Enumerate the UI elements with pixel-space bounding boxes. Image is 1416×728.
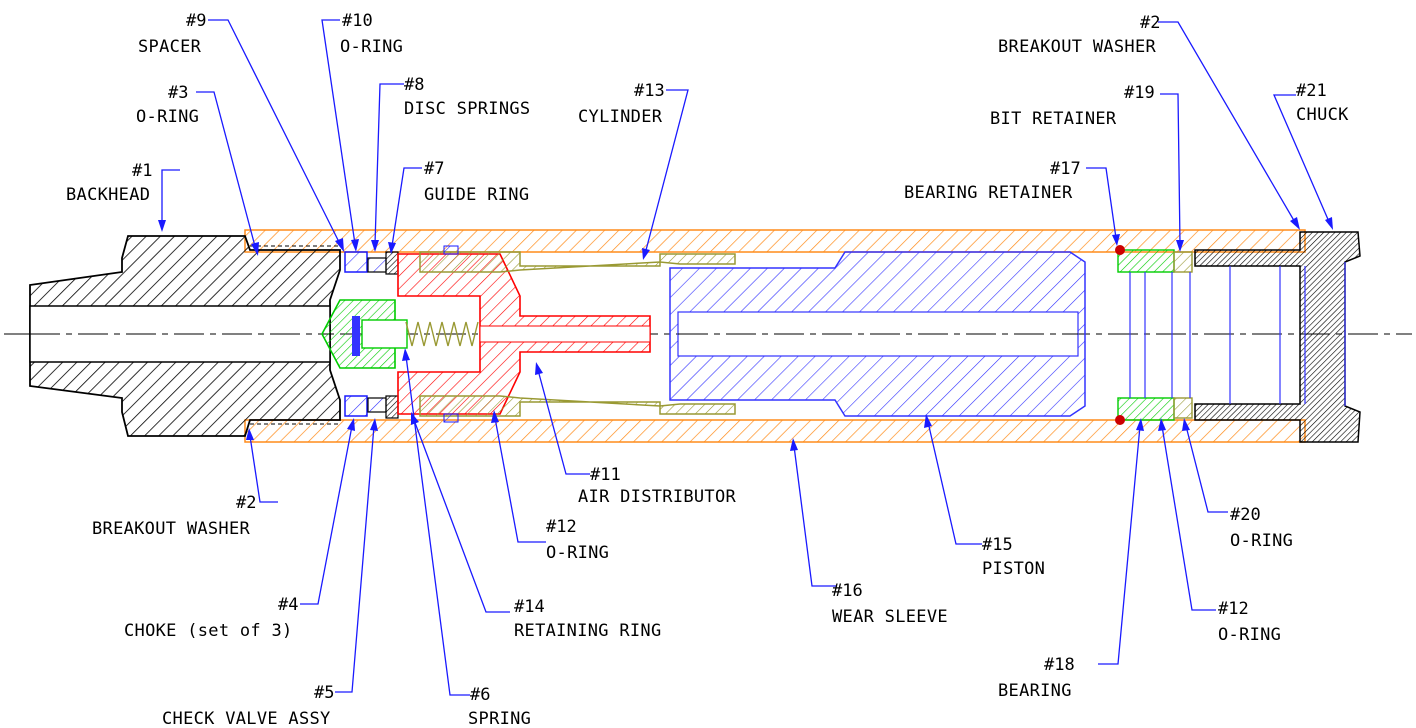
callout-21: #21 CHUCK [1296,81,1349,125]
callout-5: #5 CHECK VALVE ASSY [162,683,334,728]
piston-part [669,251,1086,417]
callout-number: #8 [404,75,424,95]
callout-label: O-RING [546,543,609,563]
callout-number: #2 [1140,13,1160,33]
callout-label: O-RING [1218,625,1281,645]
callout-number: #17 [1050,159,1081,179]
callout-label: CHECK VALVE ASSY [162,709,331,728]
callout-label: O-RING [136,107,199,127]
callout-label: CYLINDER [578,107,663,127]
callout-number: #1 [132,161,152,181]
callout-label: SPRING [468,709,531,728]
callout-label: AIR DISTRIBUTOR [578,487,736,507]
callout-label: PISTON [982,559,1045,579]
callout-label: BEARING [998,681,1072,701]
callout-3: #3 O-RING [136,83,199,127]
callout-label: BACKHEAD [66,185,150,205]
callout-label: CHUCK [1296,105,1349,125]
callout-4: #4 CHOKE (set of 3) [124,595,298,641]
callout-label: WEAR SLEEVE [832,607,948,627]
callout-number: #14 [514,597,545,617]
callout-7: #7 GUIDE RING [424,159,529,205]
callout-number: #12 [1218,599,1249,619]
bearing-part [1115,245,1193,425]
callout-2-left: #2 BREAKOUT WASHER [92,493,256,539]
callout-number: #4 [278,595,298,615]
air-distributor-part [397,253,651,415]
callout-10: #10 O-RING [340,11,403,57]
callout-17: #17 BEARING RETAINER [904,159,1081,203]
leader-lines [158,19,1333,696]
callout-6: #6 SPRING [468,685,531,728]
callout-number: #2 [236,493,256,513]
callout-label: BREAKOUT WASHER [92,519,250,539]
callout-number: #10 [342,11,373,31]
callout-9: #9 SPACER [138,11,206,57]
callout-number: #9 [186,11,206,31]
callout-label: BIT RETAINER [990,109,1117,129]
backhead-part [29,235,341,437]
callout-number: #18 [1044,655,1075,675]
callout-label: O-RING [1230,531,1293,551]
callout-label: CHOKE (set of 3) [124,621,293,641]
callout-label: BEARING RETAINER [904,183,1073,203]
callout-number: #5 [314,683,334,703]
callout-label: BREAKOUT WASHER [998,37,1156,57]
chuck-part [1194,231,1361,443]
callout-8: #8 DISC SPRINGS [404,75,530,119]
callout-number: #20 [1230,505,1261,525]
callout-number: #11 [590,465,621,485]
callout-number: #16 [832,581,863,601]
spring-part [405,321,479,347]
callout-16: #16 WEAR SLEEVE [832,581,948,627]
callout-15: #15 PISTON [982,535,1045,579]
callout-label: GUIDE RING [424,185,529,205]
cylinder-part [419,245,736,423]
callout-number: #3 [168,83,188,103]
callout-label: SPACER [138,37,202,57]
callout-label: RETAINING RING [514,621,662,641]
callout-12-left: #12 O-RING [546,517,609,563]
callout-13: #13 CYLINDER [578,81,665,127]
callout-2-right: #2 BREAKOUT WASHER [998,13,1160,57]
callout-number: #6 [470,685,490,705]
callout-12-right: #12 O-RING [1218,599,1281,645]
callout-20: #20 O-RING [1230,505,1293,551]
spacer-part [344,251,399,419]
callout-label: O-RING [340,37,403,57]
callout-11: #11 AIR DISTRIBUTOR [578,465,736,507]
check-valve-part [321,299,408,369]
callout-number: #13 [634,81,665,101]
callout-number: #12 [546,517,577,537]
callout-19: #19 BIT RETAINER [990,83,1155,129]
callout-number: #15 [982,535,1013,555]
callout-number: #21 [1296,81,1327,101]
callout-number: #19 [1124,83,1155,103]
callout-number: #7 [424,159,444,179]
callout-label: DISC SPRINGS [404,99,530,119]
callout-18: #18 BEARING [998,655,1075,701]
callout-1: #1 BACKHEAD [66,161,152,205]
callout-14: #14 RETAINING RING [514,597,662,641]
